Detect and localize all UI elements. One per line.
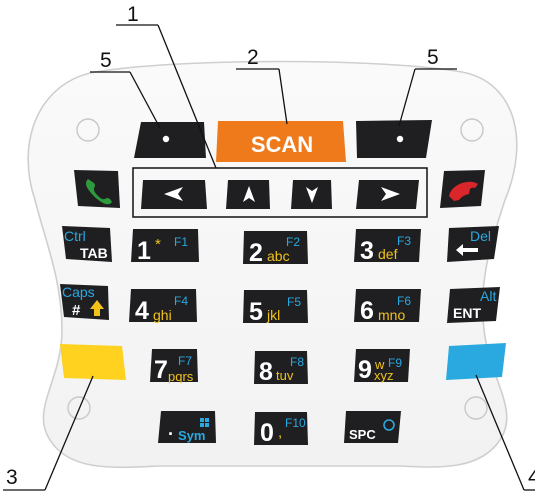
key-8-function: F8 [290,355,304,369]
left-arrow-key[interactable] [141,180,207,209]
callout-3-leader [44,375,94,491]
key-2-digit: 2 [249,239,263,267]
key-1[interactable]: 1 * F1 [131,229,199,265]
enter-alt-key[interactable]: Alt ENT [447,287,500,323]
arrow-down-icon [306,187,318,203]
key-4-letters: ghi [153,307,172,323]
key-8[interactable]: 8 tuv F8 [254,351,308,386]
callout-4-leader [475,374,525,491]
tab-ctrl-key[interactable]: Ctrl TAB [62,226,112,262]
circle-icon [383,419,395,431]
delete-key[interactable]: Del [447,226,499,262]
key-5-function: F5 [287,295,301,309]
callout-5-right-number: 5 [427,46,439,69]
key-9-letters: xyz [374,368,394,383]
sym-label: Sym [178,428,205,443]
key-1-digit: 1 [137,237,151,265]
spc-label: SPC [349,427,376,442]
callout-5-left-number: 5 [100,49,112,72]
key-9-digit: 9 [358,356,372,384]
key-9-function: F9 [388,356,402,370]
key-1-function: F1 [174,235,188,249]
key-8-letters: tuv [276,368,294,383]
left-trigger-key[interactable] [134,122,206,158]
callout-2-number: 2 [247,46,259,69]
sym-key[interactable]: · Sym [158,411,216,444]
key-2-letters: abc [267,248,290,264]
sym-dot: · [168,424,174,444]
key-7[interactable]: 7 pqrs F7 [150,349,198,384]
hash-label: # [72,302,81,319]
caps-label: Caps [62,284,95,300]
key-0-digit: 0 [260,419,274,447]
key-7-digit: 7 [154,356,168,384]
callout-2-leader [278,68,288,125]
blue-key[interactable] [446,343,506,380]
ent-label: ENT [453,305,481,321]
phone-end-icon [449,181,478,201]
dot-icon [162,135,170,143]
key-8-digit: 8 [259,358,273,386]
key-3-letters: def [378,246,398,262]
right-trigger-key[interactable] [356,120,432,158]
phone-call-icon [86,179,112,205]
screw-hole-bottom-right [464,396,488,420]
down-arrow-key[interactable] [291,180,332,209]
callout-1-number: 1 [127,3,139,26]
del-label: Del [470,228,491,244]
callout-5-left-leader [129,71,161,129]
key-6[interactable]: 6 mno F6 [354,289,421,325]
arrow-up-icon [243,186,255,202]
space-key[interactable]: SPC [344,411,401,443]
caps-key[interactable]: Caps # [60,284,109,320]
callout-3-number: 3 [6,466,18,489]
tab-label: TAB [80,245,108,261]
key-0-function: F10 [285,416,306,430]
key-2-function: F2 [286,235,300,249]
alt-label: Alt [480,288,496,304]
call-key[interactable] [74,170,120,208]
key-0-comma: , [278,424,282,441]
screw-hole-bottom-left [67,396,91,420]
key-6-digit: 6 [360,297,374,325]
arrow-right-icon [381,187,400,201]
callout-1-leader [157,24,217,169]
backspace-arrow-icon [456,244,478,256]
navigation-key-group [132,167,428,218]
key-1-symbol: * [155,236,161,253]
key-5-digit: 5 [249,298,263,326]
key-9-letter-w: w [374,357,385,372]
dot-icon [396,135,404,143]
up-arrow-key[interactable] [226,180,270,209]
key-7-function: F7 [178,354,192,368]
key-5[interactable]: 5 jkl F5 [243,290,308,326]
end-call-key[interactable] [440,170,485,208]
key-3-function: F3 [397,234,411,248]
callout-4-number: 4 [528,466,535,489]
key-4-digit: 4 [135,297,149,325]
key-0[interactable]: 0 , F10 [254,412,308,447]
right-arrow-key[interactable] [356,180,419,209]
screw-hole-top-left [76,118,100,142]
scan-key-label: SCAN [251,132,313,157]
key-3[interactable]: 3 def F3 [354,229,421,265]
windows-logo-icon [200,418,209,427]
key-7-letters: pqrs [168,369,194,384]
ctrl-label: Ctrl [64,228,86,244]
key-6-letters: mno [378,307,405,323]
yellow-key[interactable] [60,344,126,380]
key-5-letters: jkl [266,307,280,323]
key-2[interactable]: 2 abc F2 [243,231,308,267]
screw-hole-top-right [460,118,484,142]
key-4[interactable]: 4 ghi F4 [129,289,197,325]
arrow-left-icon [164,187,183,201]
shift-up-arrow-icon [90,300,104,316]
key-4-function: F4 [174,294,188,308]
key-6-function: F6 [397,294,411,308]
key-9[interactable]: 9 w xyz F9 [354,349,410,384]
key-3-digit: 3 [360,237,374,265]
callout-5-right-leader [398,68,416,127]
scan-key[interactable]: SCAN [216,121,346,162]
